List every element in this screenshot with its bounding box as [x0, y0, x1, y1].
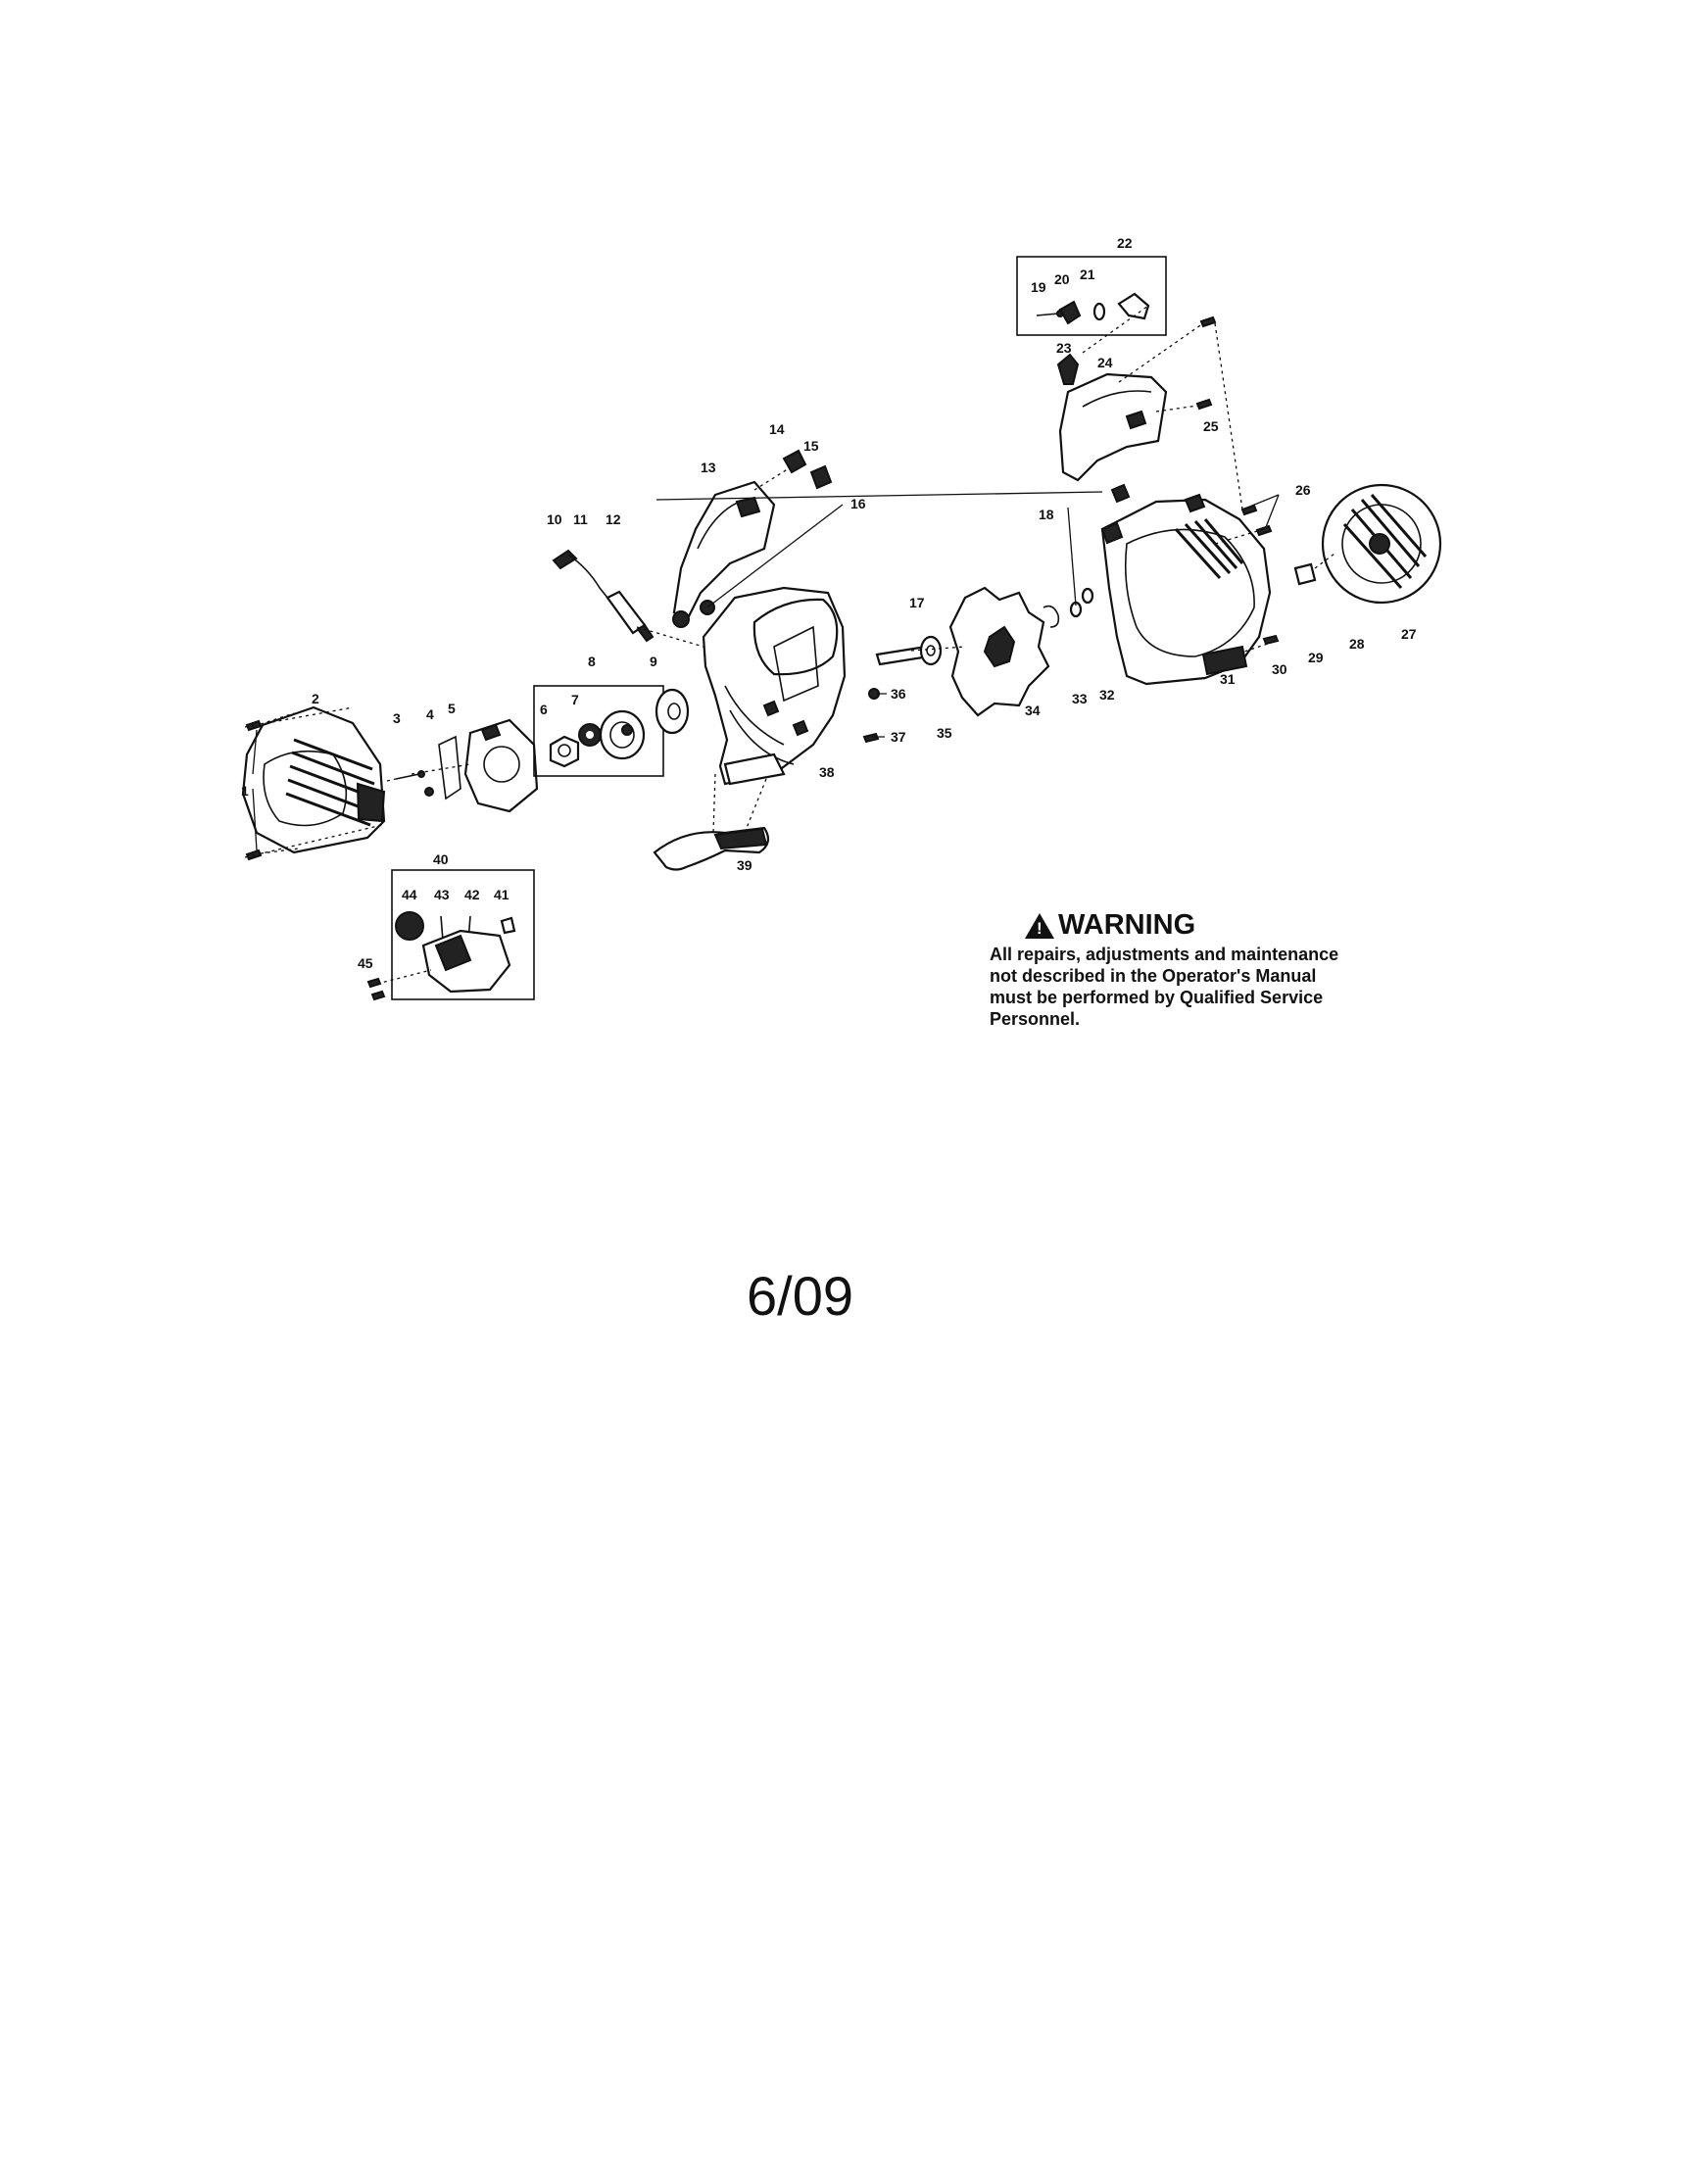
part-16-grommet	[672, 600, 715, 628]
callout-8: 8	[588, 654, 596, 669]
callout-12: 12	[606, 511, 621, 527]
callout-33: 33	[1072, 691, 1088, 706]
callout-32: 32	[1099, 687, 1115, 703]
callout-21: 21	[1080, 267, 1095, 282]
callout-35: 35	[937, 725, 952, 741]
part-2-front-cover	[241, 705, 386, 854]
callout-22: 22	[1117, 235, 1133, 251]
callout-19: 19	[1031, 279, 1046, 295]
kit-box-8	[533, 685, 664, 777]
callout-9: 9	[650, 654, 657, 669]
callout-18: 18	[1039, 507, 1054, 522]
part-19-screw	[1036, 310, 1064, 317]
part-10-terminal	[552, 549, 578, 570]
callout-16: 16	[850, 496, 866, 511]
part-8-pulley	[599, 709, 646, 760]
part-23-throttle-trigger	[1056, 353, 1080, 385]
callout-43: 43	[434, 887, 450, 902]
warning-notice: WARNING All repairs, adjustments and mai…	[990, 909, 1342, 1030]
callout-36: 36	[891, 686, 906, 702]
warning-title-text: WARNING	[1058, 909, 1196, 941]
callout-26: 26	[1295, 482, 1311, 498]
part-44-fuel-bulb	[395, 911, 424, 941]
kit-box-40	[391, 869, 535, 1000]
part-6-nut	[549, 735, 580, 768]
part-27-flywheel	[1321, 483, 1442, 605]
callout-37: 37	[891, 729, 906, 745]
callout-34: 34	[1025, 703, 1041, 718]
callout-1: 1	[241, 783, 249, 799]
callout-6: 6	[540, 702, 548, 717]
part-4-gasket	[424, 735, 461, 801]
part-34-impeller	[948, 586, 1050, 717]
part-31-engine-housing	[1100, 483, 1272, 686]
part-14-15-switch	[782, 449, 833, 490]
part-13-handle	[672, 464, 795, 624]
callout-39: 39	[737, 857, 752, 873]
warning-title: WARNING	[1025, 909, 1342, 942]
callout-41: 41	[494, 887, 509, 902]
warning-triangle-icon	[1025, 912, 1054, 939]
callout-2: 2	[312, 691, 319, 706]
part-29-pin	[1293, 562, 1317, 586]
callout-17: 17	[909, 595, 925, 610]
callout-44: 44	[402, 887, 417, 902]
callout-10: 10	[547, 511, 562, 527]
callout-4: 4	[426, 706, 434, 722]
callout-23: 23	[1056, 340, 1072, 356]
part-22-lever	[1117, 292, 1150, 320]
part-41-plug	[500, 916, 516, 935]
part-39-grip	[653, 773, 770, 871]
callout-40: 40	[433, 851, 449, 867]
callout-38: 38	[819, 764, 835, 780]
callout-15: 15	[803, 438, 819, 454]
page-date-code: 6/09	[747, 1265, 853, 1327]
callout-27: 27	[1401, 626, 1417, 642]
callout-29: 29	[1308, 650, 1324, 665]
part-24-handle-cover	[1058, 372, 1168, 482]
part-40-carburetor-cover	[421, 929, 511, 994]
kit-box-22	[1016, 256, 1167, 336]
callout-5: 5	[448, 701, 456, 716]
part-37-screw	[862, 732, 880, 744]
callout-3: 3	[393, 710, 401, 726]
callout-25: 25	[1203, 418, 1219, 434]
part-38-blower-housing	[702, 586, 847, 786]
callout-labels: 1 2 3 4 5 6 7 8 9 10 11 12 13 14 15 16 1…	[241, 235, 1417, 971]
warning-body: All repairs, adjustments and maintenance…	[990, 945, 1339, 1029]
callout-30: 30	[1272, 661, 1287, 677]
part-21-oring	[1092, 302, 1106, 321]
callout-13: 13	[701, 460, 716, 475]
part-9-washer	[655, 688, 690, 735]
part-5-cover-plate	[463, 718, 539, 813]
callout-45: 45	[358, 955, 373, 971]
callout-7: 7	[571, 692, 579, 707]
part-7-spring	[578, 723, 602, 747]
callout-14: 14	[769, 421, 785, 437]
part-17-bushing	[919, 635, 943, 666]
part-12-spark-plug	[606, 590, 655, 643]
part-30-screw	[1262, 634, 1280, 646]
part-33-clip	[1043, 605, 1060, 628]
callout-24: 24	[1097, 355, 1113, 370]
part-3-screw	[386, 770, 425, 782]
callout-20: 20	[1054, 271, 1070, 287]
assembly-lines	[244, 305, 1335, 985]
callout-11: 11	[573, 511, 588, 527]
callout-31: 31	[1220, 671, 1236, 687]
callout-42: 42	[464, 887, 480, 902]
callout-28: 28	[1349, 636, 1365, 652]
part-18-washer	[1081, 587, 1094, 605]
part-45-screws	[366, 977, 386, 1001]
part-25-screw	[1195, 315, 1217, 411]
part-20-knob	[1058, 300, 1082, 325]
